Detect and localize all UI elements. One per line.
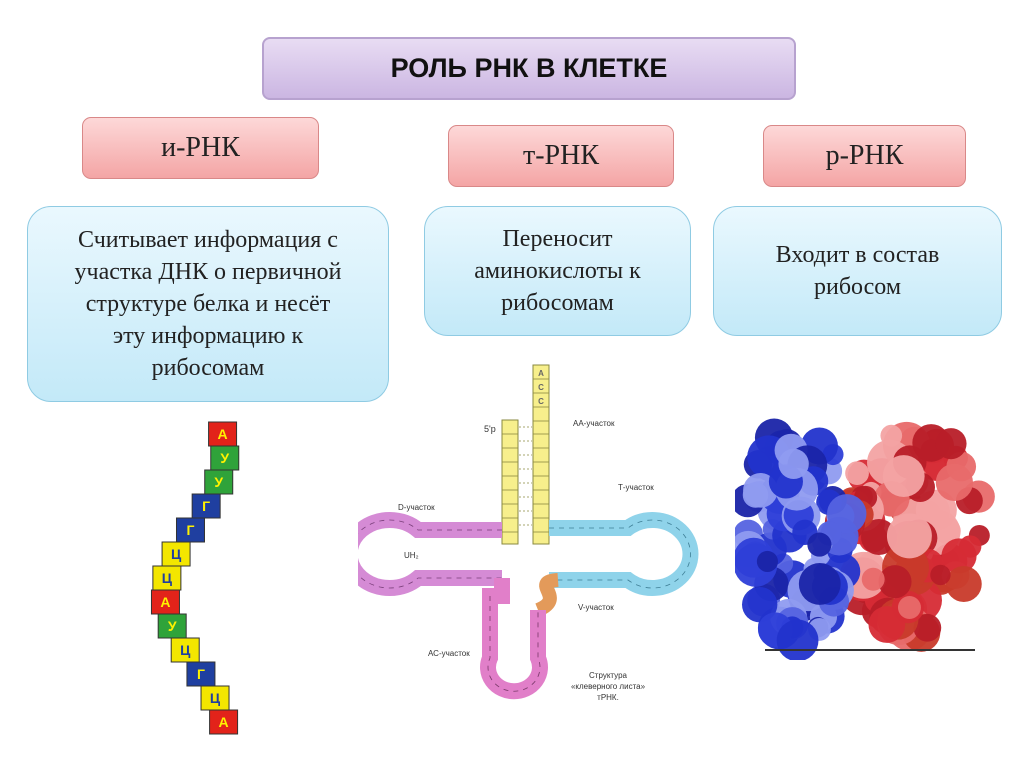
desc-line: Считывает информация с <box>78 227 338 253</box>
mrna-segment: Г <box>175 517 205 543</box>
d-arm-segments <box>358 519 502 589</box>
trna-description: Переносит аминокислоты к рибосомам <box>424 206 691 336</box>
t-arm-segments <box>549 519 691 589</box>
desc-line: рибосом <box>813 274 902 300</box>
mrna-segment: Г <box>191 493 221 519</box>
anticodon-arm <box>480 578 548 700</box>
uh2-label: UH₂ <box>404 551 419 560</box>
desc-line: рибосомам <box>151 355 265 381</box>
mrna-letter: А <box>218 426 228 442</box>
mrna-letter: Ц <box>171 546 182 562</box>
mrna-description: Считывает информация с участка ДНК о пер… <box>27 206 389 402</box>
desc-line: Переносит <box>502 226 613 252</box>
mrna-letter: Г <box>202 498 210 514</box>
ac-site-label: АС-участок <box>428 649 470 658</box>
desc-line: аминокислоты к <box>474 258 641 284</box>
v-loop <box>534 573 559 617</box>
structure-caption-line: Структура <box>589 671 628 680</box>
acceptor-stem-right <box>532 364 550 545</box>
mrna-letter: У <box>214 474 223 490</box>
trna-header: т-РНК <box>448 125 674 187</box>
page-title: РОЛЬ РНК В КЛЕТКЕ <box>262 37 796 100</box>
trna-cloverleaf-diagram: А С С 5'p АА-участок D-участок Т-участок… <box>358 364 699 702</box>
t-site-label: Т-участок <box>618 483 654 492</box>
mrna-letter: У <box>168 618 177 634</box>
structure-caption-line: тРНК. <box>597 693 619 702</box>
small-subunit <box>735 418 867 660</box>
desc-line: рибосомам <box>501 290 614 316</box>
mrna-segment: А <box>209 709 239 735</box>
rrna-description: Входит в состав рибосом <box>713 206 1002 336</box>
mrna-segment: Г <box>186 661 216 687</box>
mrna-segment: Ц <box>200 685 230 711</box>
mrna-letter: А <box>160 594 170 610</box>
mrna-segment: Ц <box>170 637 200 663</box>
mrna-letter: Ц <box>210 690 221 706</box>
mrna-letter: Г <box>187 522 195 538</box>
acceptor-letter: С <box>538 397 544 406</box>
rrna-header: р-РНК <box>763 125 966 187</box>
five-prime-label: 5'p <box>484 424 496 434</box>
mrna-segment: У <box>157 613 187 639</box>
ribosome-illustration <box>735 418 995 660</box>
mrna-letter: Ц <box>180 642 191 658</box>
mrna-letter: У <box>220 450 229 466</box>
desc-line: эту информацию к <box>112 323 304 349</box>
desc-line: Входит в состав <box>775 242 940 268</box>
acceptor-letter: А <box>538 369 544 378</box>
mrna-segment: А <box>150 589 180 615</box>
anticodon-arm-segments <box>487 596 541 692</box>
mrna-segment: А <box>208 421 238 447</box>
mrna-letter: Г <box>197 666 205 682</box>
mrna-segment: У <box>204 469 234 495</box>
d-site-label: D-участок <box>398 503 435 512</box>
d-arm <box>358 512 502 596</box>
mrna-segment: Ц <box>161 541 191 567</box>
mrna-header: и-РНК <box>82 117 319 179</box>
aa-site-label: АА-участок <box>573 419 615 428</box>
v-site-label: V-участок <box>578 603 614 612</box>
structure-caption-line: «клеверного листа» <box>571 682 646 691</box>
desc-line: структуре белка и несёт <box>85 291 331 317</box>
mrna-segment: У <box>210 445 240 471</box>
mrna-letter: А <box>219 714 229 730</box>
mrna-segment: Ц <box>152 565 182 591</box>
t-arm <box>549 512 699 596</box>
acceptor-letter: С <box>538 383 544 392</box>
acceptor-stem-left <box>501 419 519 545</box>
mrna-letter: Ц <box>162 570 173 586</box>
desc-line: участка ДНК о первичной <box>74 259 342 285</box>
